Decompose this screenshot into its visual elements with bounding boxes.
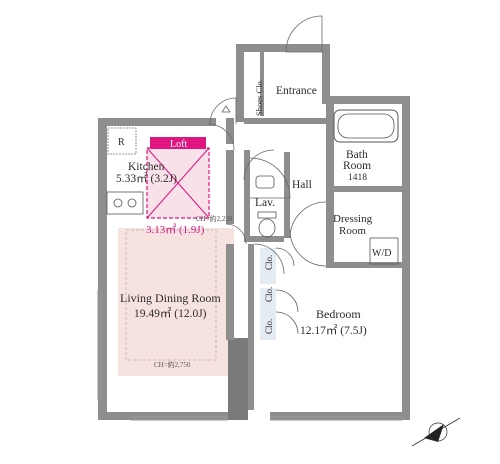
closet-label-3: Clo. (264, 319, 274, 334)
refrigerator-label: R (118, 137, 125, 148)
loft-diagonal-2 (146, 147, 210, 219)
wd-label: W/D (372, 248, 391, 259)
ceiling-zone-dashed (125, 229, 217, 361)
loft-area-label: 3.13㎡ (1.9J) (146, 223, 205, 236)
loft-tag (150, 137, 206, 149)
living-area-label: 19.49㎡ (12.0J) (134, 307, 207, 320)
shoes-closet-label: Shoes Clo. (254, 79, 264, 116)
closet-label-1: Clo. (264, 255, 274, 270)
lav-sink (255, 175, 275, 189)
kitchen-counter (106, 191, 144, 215)
bath-size-label: 1418 (348, 173, 367, 183)
loft-label: Loft (170, 139, 187, 150)
stove-burner-2 (127, 198, 137, 208)
kitchen-area-label: 5.33㎡ (3.2J) (116, 172, 177, 185)
hall-label: Hall (292, 179, 312, 191)
toilet-bowl (258, 218, 276, 238)
bath-label-1: Bath (346, 149, 368, 161)
kitchen-ceiling-label: CH=約2,230 (196, 214, 233, 223)
doors (207, 15, 327, 335)
walls (98, 44, 410, 420)
toilet-tank (257, 211, 277, 219)
bathtub (333, 109, 399, 143)
bathtub-inner (337, 113, 395, 139)
bath-label-2: Room (343, 160, 371, 172)
living-ceiling-label: CH=約2,750 (154, 360, 191, 369)
lav-label: Lav. (255, 197, 275, 209)
washer (369, 237, 399, 265)
bedroom-area-label: 12.17㎡ (7.5J) (300, 324, 367, 337)
stove-burner-1 (113, 198, 123, 208)
entrance-label: Entrance (276, 85, 317, 97)
ceiling-zone (118, 228, 234, 376)
dressing-label-1: Dressing (333, 213, 373, 225)
dressing-label-2: Room (339, 225, 366, 237)
refrigerator (107, 127, 137, 155)
bedroom-label: Bedroom (316, 307, 361, 321)
windows (97, 290, 402, 421)
closet-label-2: Clo. (264, 287, 274, 302)
step-marker (221, 105, 231, 113)
north-arrow-icon (411, 417, 461, 447)
closet-fill-2 (260, 288, 276, 340)
living-label: Living Dining Room (120, 291, 221, 305)
closet-fill-1 (260, 248, 276, 284)
kitchen-label: Kitchen (128, 161, 165, 173)
